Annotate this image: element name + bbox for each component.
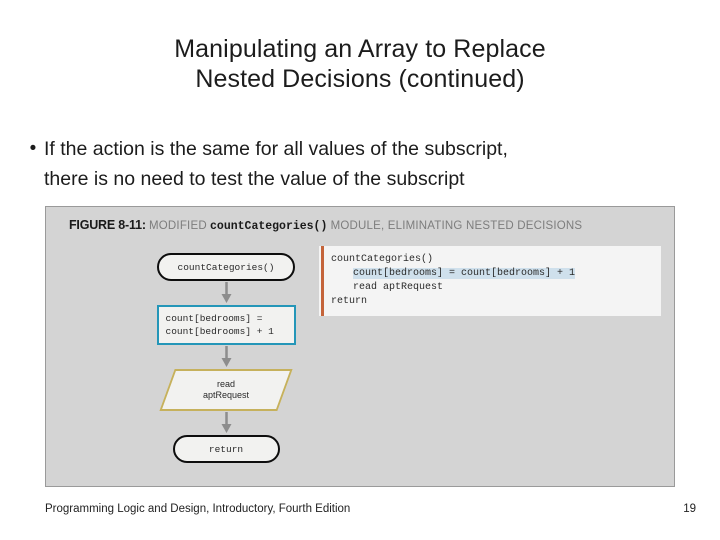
flowchart-io-line-1: read [216,379,235,389]
pseudocode-line-1: countCategories() [331,254,434,265]
slide-title-line-1: Manipulating an Array to Replace [174,35,546,63]
pseudocode-line-3: read aptRequest [353,282,444,293]
flowchart-process-row: count[bedrooms] = count[bedrooms] + 1 [121,305,331,345]
flowchart-end-row: return [121,435,331,463]
pseudocode-line-4: return [331,296,368,307]
flowchart-io-row: read aptRequest [121,369,331,411]
figure-panel: FIGURE 8-11: MODIFIED countCategories() … [45,206,675,487]
flowchart: countCategories() count[bedrooms] = coun… [121,253,331,478]
flowchart-arrow-1-icon [121,281,331,305]
pseudocode-block: countCategories() count[bedrooms] = coun… [319,246,661,316]
bullet-item-line-1: If the action is the same for all values… [44,138,508,160]
figure-label: FIGURE 8-11: [69,218,146,232]
page-number: 19 [683,503,696,515]
bullet-marker-icon: • [29,138,37,159]
footer-source-text: Programming Logic and Design, Introducto… [45,503,351,515]
flowchart-io-text: read aptRequest [167,369,285,411]
slide-title: Manipulating an Array to Replace Nested … [0,34,720,94]
flowchart-end-terminal-label: return [208,443,244,455]
flowchart-process-box: count[bedrooms] = count[bedrooms] + 1 [156,305,296,345]
flowchart-io-parallelogram: read aptRequest [159,369,293,411]
bullet-item-line-2: there is no need to test the value of th… [44,168,465,190]
flowchart-end-terminal: return [172,435,280,463]
flowchart-start-terminal: countCategories() [157,253,295,281]
flowchart-start-row: countCategories() [121,253,331,281]
flowchart-process-line-2: count[bedrooms] + 1 [165,326,274,337]
pseudocode-line-2-highlight: count[bedrooms] = count[bedrooms] + 1 [353,268,576,279]
figure-caption-code: countCategories() [210,220,328,233]
slide-title-line-2: Nested Decisions (continued) [195,65,525,93]
figure-caption-before: MODIFIED [149,220,207,232]
flowchart-arrow-2-icon [121,345,331,369]
flowchart-process-line-1: count[bedrooms] = [165,313,263,324]
pseudocode-line-2: count[bedrooms] = count[bedrooms] + 1 [331,267,655,281]
flowchart-arrow-3-icon [121,411,331,435]
bullet-list: • If the action is the same for all valu… [22,134,698,194]
figure-caption: FIGURE 8-11: MODIFIED countCategories() … [69,218,582,233]
flowchart-io-line-2: aptRequest [202,390,250,400]
flowchart-start-terminal-label: countCategories() [177,261,275,273]
figure-caption-after: MODULE, ELIMINATING NESTED DECISIONS [330,220,583,232]
bullet-item: If the action is the same for all values… [44,134,698,194]
